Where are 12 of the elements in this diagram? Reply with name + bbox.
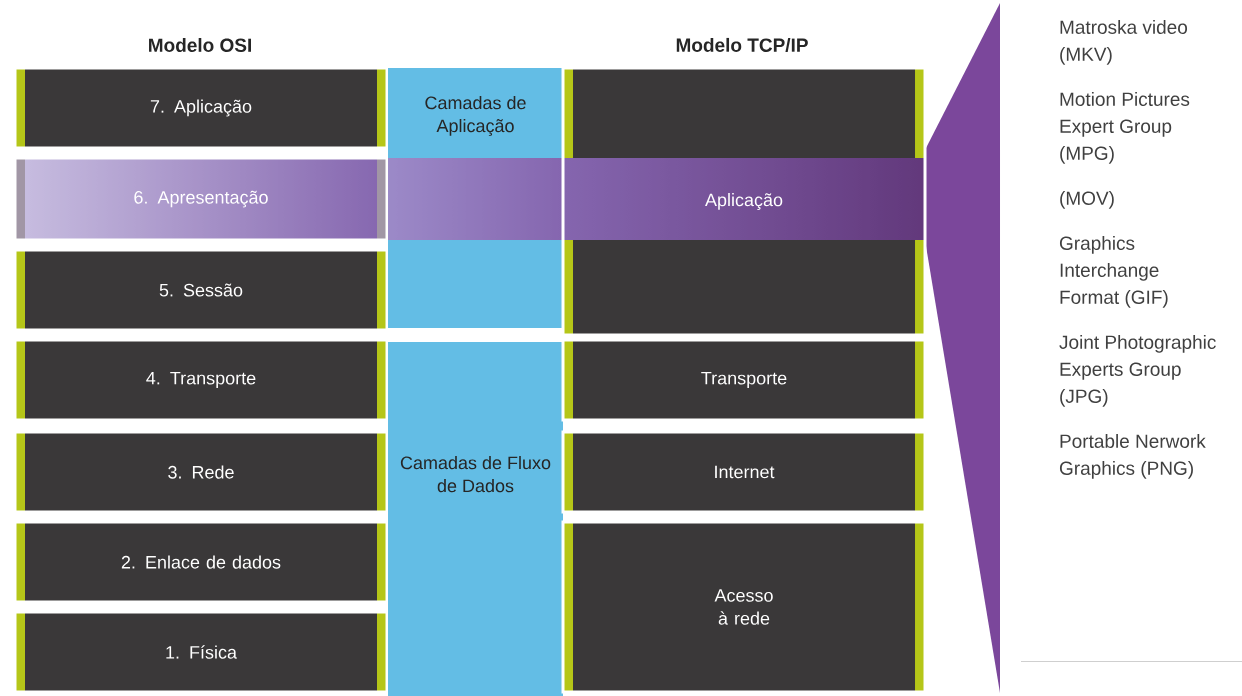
layer-box: Internet: [561, 430, 927, 514]
layer-box: Acesso à rede: [561, 520, 927, 694]
layer-box: Aplicação: [561, 66, 927, 337]
layer-box: 1. Física: [13, 610, 389, 694]
layer-box: 2. Enlace de dados: [13, 520, 389, 604]
layer-box: 4. Transporte: [13, 338, 389, 422]
format-list-panel: Matroska video (MKV) Motion Pictures Expert Group (MPG) (MOV) Graphics Interchange Format (GIF) Joint Photographic Experts Group (JPG) Portable Nerwork Graphics (PNG): [1005, 0, 1242, 662]
layer-box: 7. Aplicação: [13, 66, 389, 150]
layer-box: Transporte: [561, 338, 927, 422]
layer-group-band: Camadas de Fluxo de Dados: [388, 342, 563, 696]
layer-box: 3. Rede: [13, 430, 389, 514]
layer-box: 5. Sessão: [13, 248, 389, 332]
